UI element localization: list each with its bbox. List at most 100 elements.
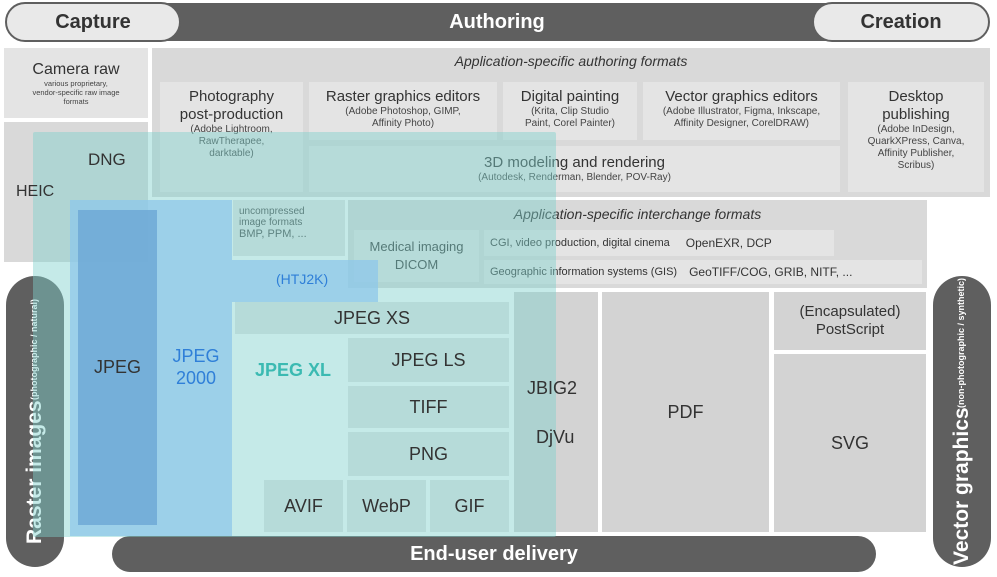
- jbig2-djvu-box: [514, 292, 598, 532]
- svg-box: [774, 354, 926, 532]
- postscript-box: [774, 292, 926, 350]
- webp-label: WebP: [362, 496, 411, 516]
- digital-painting-box: Digital painting (Krita, Clip Studio Pai…: [503, 82, 637, 140]
- jpeg-ls-label-wrap: JPEG LS: [348, 338, 509, 382]
- camera-raw-desc-3: formats: [63, 97, 89, 106]
- jpeg-box: [78, 210, 157, 525]
- raster-editors-box: Raster graphics editors (Adobe Photoshop…: [309, 82, 497, 140]
- app-specific-authoring-title: Application-specific authoring formats: [454, 53, 688, 69]
- cgi-formats: OpenEXR, DCP: [685, 236, 772, 250]
- djvu-label: DjVu: [536, 427, 575, 447]
- svg-label-wrap: SVG: [774, 354, 926, 532]
- raster-images-pill: Raster images (photographic / natural): [6, 276, 64, 567]
- jbig2-label: JBIG2: [527, 378, 578, 398]
- gif-label-wrap: GIF: [430, 480, 509, 532]
- gis-label: Geographic information systems (GIS): [490, 266, 678, 278]
- vector-graphics-pill: Vector graphics (non-photographic / synt…: [933, 276, 991, 567]
- svg-label: SVG: [830, 433, 869, 453]
- gif-label: GIF: [454, 496, 485, 516]
- jpeg-xs-box: [235, 302, 509, 334]
- creation-pill: Creation: [812, 2, 990, 42]
- desktop-publishing-desc-1: (Adobe InDesign,: [877, 124, 955, 135]
- desktop-publishing-desc-3: Affinity Publisher,: [877, 148, 955, 159]
- gis-formats: GeoTIFF/COG, GRIB, NITF, ...: [689, 265, 853, 279]
- jpeg-label: JPEG: [93, 356, 141, 377]
- webp-label-wrap: WebP: [347, 480, 426, 532]
- raster-editors-desc-2: Affinity Photo): [371, 118, 435, 129]
- htj2k-label: (HTJ2K): [276, 271, 329, 287]
- jpeg-2000-label-1: JPEG: [172, 346, 220, 366]
- digital-painting-desc-2: Paint, Corel Painter): [524, 118, 616, 129]
- creation-label: Creation: [860, 10, 942, 33]
- digital-painting-desc-1: (Krita, Clip Studio: [531, 106, 609, 117]
- jpeg-ls-box: [348, 338, 509, 382]
- photography-desc-3: darktable): [209, 148, 254, 159]
- webp-box: [347, 480, 426, 532]
- uncompressed-line-3: BMP, PPM, ...: [239, 228, 307, 240]
- medical-imaging-title: Medical imaging: [369, 239, 464, 254]
- jpeg-xl-label: JPEG XL: [255, 360, 332, 380]
- camera-raw-box: Camera raw various proprietary, vendor-s…: [4, 48, 148, 118]
- photography-desc-2: RawTherapee,: [198, 136, 265, 147]
- medical-imaging-format: DICOM: [394, 257, 439, 272]
- gif-box: [430, 480, 509, 532]
- end-user-delivery-label: End-user delivery: [410, 542, 578, 565]
- pdf-label-wrap: PDF: [602, 292, 769, 532]
- jpeg-2000-label-wrap: JPEG 2000: [158, 342, 234, 392]
- vector-editors-box: Vector graphics editors (Adobe Illustrat…: [643, 82, 840, 140]
- heic-label: HEIC: [16, 183, 55, 200]
- dng-label: DNG: [88, 150, 126, 169]
- capture-pill: Capture: [5, 2, 181, 42]
- png-box: [348, 432, 509, 476]
- desktop-publishing-box: Desktop publishing (Adobe InDesign, Quar…: [848, 82, 984, 192]
- png-label-wrap: PNG: [348, 432, 509, 476]
- postscript-label-2: PostScript: [815, 321, 885, 338]
- vector-editors-desc-1: (Adobe Illustrator, Figma, Inkscape,: [662, 106, 821, 117]
- camera-raw-desc-2: vendor-specific raw image: [32, 88, 120, 97]
- vector-editors-desc-2: Affinity Designer, CorelDRAW): [673, 118, 810, 129]
- photography-title-1: Photography: [188, 88, 275, 105]
- uncompressed-line-2: image formats: [239, 217, 303, 228]
- desktop-publishing-desc-4: Scribus): [897, 160, 935, 171]
- pdf-label: PDF: [667, 402, 704, 422]
- tiff-label: TIFF: [409, 397, 448, 417]
- cgi-box: CGI, video production, digital cinema Op…: [484, 230, 834, 256]
- avif-label: AVIF: [284, 496, 323, 516]
- vector-graphics-title: Vector graphics: [950, 407, 973, 566]
- camera-raw-desc-1: various proprietary,: [44, 79, 108, 88]
- digital-painting-title: Digital painting: [520, 88, 620, 105]
- jpeg-ls-label: JPEG LS: [391, 350, 466, 370]
- htj2k-overlay: [232, 260, 378, 302]
- postscript-label-1: (Encapsulated): [799, 303, 901, 320]
- jpeg-label-wrap: JPEG: [78, 350, 157, 384]
- gis-box: Geographic information systems (GIS) Geo…: [484, 260, 922, 284]
- raster-editors-title: Raster graphics editors: [325, 88, 481, 105]
- jpeg-xs-label-wrap: JPEG XS: [235, 302, 509, 334]
- authoring-label: Authoring: [449, 10, 545, 33]
- avif-box: [264, 480, 343, 532]
- png-label: PNG: [408, 444, 448, 464]
- tiff-box: [348, 386, 509, 428]
- camera-raw-title: Camera raw: [32, 61, 120, 78]
- vector-graphics-subtitle: (non-photographic / synthetic): [956, 277, 966, 408]
- tiff-label-wrap: TIFF: [348, 386, 509, 428]
- interchange-title: Application-specific interchange formats: [513, 206, 762, 222]
- jpeg-xs-label: JPEG XS: [333, 308, 411, 328]
- photography-title-2: post-production: [179, 106, 284, 123]
- avif-label-wrap: AVIF: [264, 480, 343, 532]
- jpeg-2000-label-2: 2000: [175, 368, 217, 388]
- desktop-publishing-desc-2: QuarkXPress, Canva,: [867, 136, 965, 147]
- uncompressed-box: uncompressed image formats BMP, PPM, ...: [233, 200, 345, 256]
- vector-editors-title: Vector graphics editors: [665, 88, 818, 105]
- desktop-publishing-title-1: Desktop: [888, 88, 944, 105]
- capture-label: Capture: [55, 10, 131, 33]
- end-user-delivery-bar: End-user delivery: [112, 536, 876, 572]
- 3d-modeling-desc: (Autodesk, Renderman, Blender, POV-Ray): [478, 172, 671, 183]
- desktop-publishing-title-2: publishing: [882, 106, 950, 123]
- pdf-box: [602, 292, 769, 532]
- raster-editors-desc-1: (Adobe Photoshop, GIMP,: [345, 106, 461, 117]
- photography-desc-1: (Adobe Lightroom,: [190, 124, 273, 135]
- 3d-modeling-title: 3D modeling and rendering: [484, 154, 665, 171]
- cgi-label: CGI, video production, digital cinema: [490, 237, 670, 249]
- 3d-modeling-box: 3D modeling and rendering (Autodesk, Ren…: [309, 146, 840, 192]
